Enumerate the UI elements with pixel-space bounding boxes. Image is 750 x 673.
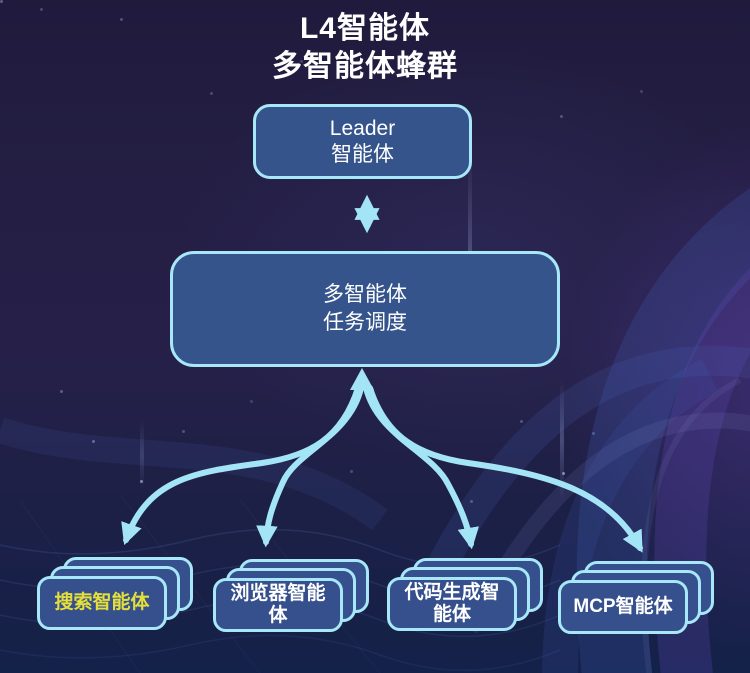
agent-card-label: 浏览器智能体 <box>230 583 326 626</box>
light-beam <box>140 420 144 490</box>
light-beam <box>560 380 564 500</box>
agent-card-label: 代码生成智能体 <box>404 582 500 625</box>
agent-stack-search: 搜索智能体 <box>37 557 193 630</box>
agent-stack-mcp: MCP智能体 <box>558 561 714 634</box>
agent-card-browser: 浏览器智能体 <box>213 578 343 632</box>
title-line-2: 多智能体蜂群 <box>272 50 458 83</box>
diagram-title: L4智能体 多智能体蜂群 <box>0 10 740 86</box>
leader-agent-node: Leader 智能体 <box>253 104 472 179</box>
arrow-to-codegen-agent <box>363 385 479 550</box>
agent-card-label: 搜索智能体 <box>54 592 150 613</box>
arrow-to-search-agent <box>121 385 361 546</box>
arrow-to-mcp-agent <box>367 385 643 553</box>
background-stars <box>0 0 3 3</box>
agent-card-search: 搜索智能体 <box>37 576 167 630</box>
task-scheduler-node: 多智能体 任务调度 <box>170 251 560 367</box>
fan-up-arrowhead <box>350 368 374 390</box>
arrow-to-browser-agent <box>256 385 364 548</box>
scheduler-node-line2: 任务调度 <box>323 311 407 334</box>
agent-card-mcp: MCP智能体 <box>558 580 688 634</box>
leader-node-line1: Leader <box>329 116 396 140</box>
agent-card-label: MCP智能体 <box>573 596 673 617</box>
agent-stack-browser: 浏览器智能体 <box>213 559 369 632</box>
title-line-1: L4智能体 <box>299 12 430 45</box>
leader-node-line2: 智能体 <box>331 142 394 166</box>
agent-card-codegen: 代码生成智能体 <box>387 577 517 631</box>
agent-stack-codegen: 代码生成智能体 <box>387 558 543 631</box>
scheduler-node-line1: 多智能体 <box>323 283 407 306</box>
